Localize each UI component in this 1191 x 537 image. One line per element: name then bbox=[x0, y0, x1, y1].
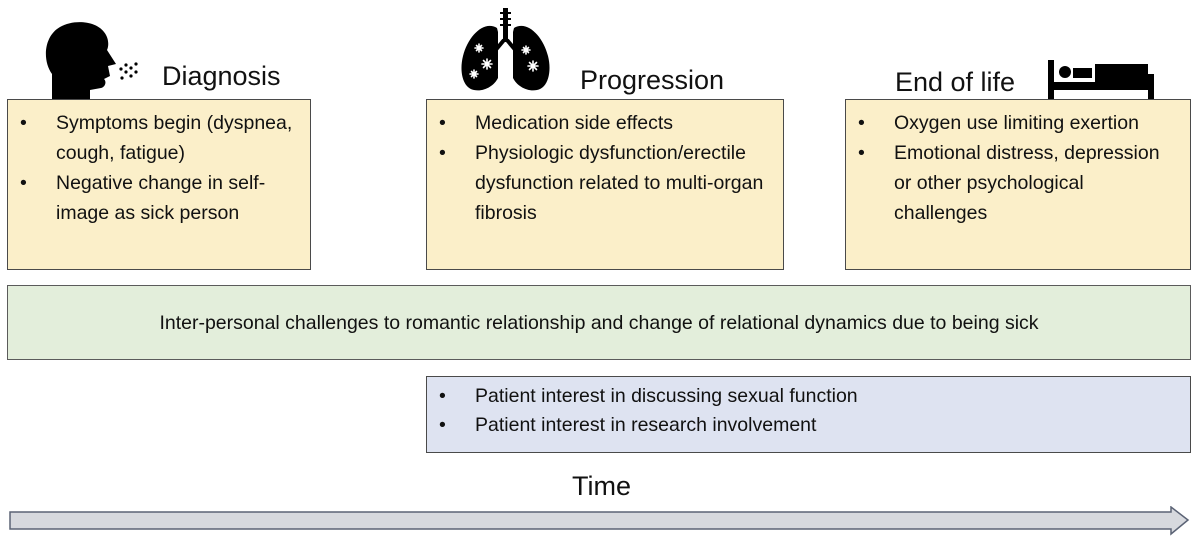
list-item: Negative change in self-image as sick pe… bbox=[18, 168, 300, 228]
list-item: Emotional distress, depression or other … bbox=[856, 138, 1180, 228]
stage-box-end-of-life: Oxygen use limiting exertion Emotional d… bbox=[845, 99, 1191, 270]
relationship-band: Inter-personal challenges to romantic re… bbox=[7, 285, 1191, 360]
stage-box-progression: Medication side effects Physiologic dysf… bbox=[426, 99, 784, 270]
lungs-icon bbox=[461, 8, 550, 91]
stage-title-end-of-life: End of life bbox=[895, 67, 1016, 97]
stage-box-diagnosis: Symptoms begin (dyspnea, cough, fatigue)… bbox=[7, 99, 311, 270]
time-label: Time bbox=[572, 471, 631, 501]
progression-bullet-list: Medication side effects Physiologic dysf… bbox=[437, 108, 773, 228]
hospital-bed-icon bbox=[1048, 60, 1154, 100]
relationship-band-text: Inter-personal challenges to romantic re… bbox=[159, 311, 1039, 334]
stage-title-progression: Progression bbox=[580, 65, 725, 95]
time-arrow bbox=[9, 506, 1190, 536]
list-item: Symptoms begin (dyspnea, cough, fatigue) bbox=[18, 108, 300, 168]
end-of-life-bullet-list: Oxygen use limiting exertion Emotional d… bbox=[856, 108, 1180, 228]
list-item: Patient interest in research involvement bbox=[437, 411, 1180, 440]
diagnosis-bullet-list: Symptoms begin (dyspnea, cough, fatigue)… bbox=[18, 108, 300, 228]
stage-title-diagnosis: Diagnosis bbox=[162, 61, 281, 91]
head-coughing-icon bbox=[45, 22, 138, 100]
list-item: Physiologic dysfunction/erectile dysfunc… bbox=[437, 138, 773, 228]
list-item: Oxygen use limiting exertion bbox=[856, 108, 1180, 138]
list-item: Patient interest in discussing sexual fu… bbox=[437, 382, 1180, 411]
list-item: Medication side effects bbox=[437, 108, 773, 138]
patient-interest-box: Patient interest in discussing sexual fu… bbox=[426, 376, 1191, 453]
patient-interest-list: Patient interest in discussing sexual fu… bbox=[437, 382, 1180, 440]
